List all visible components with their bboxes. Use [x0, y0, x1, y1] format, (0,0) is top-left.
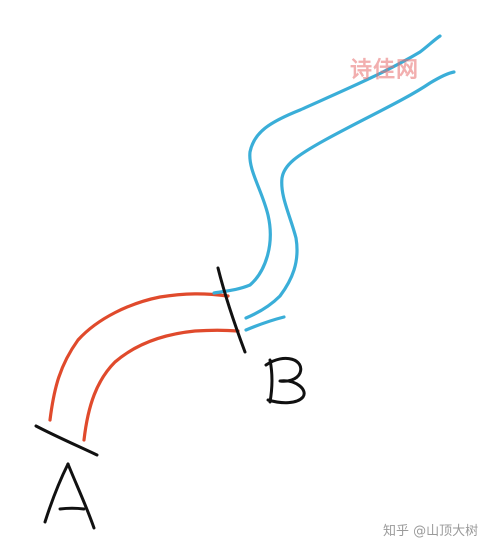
- blue-path-lower-edge-tail: [244, 315, 286, 332]
- watermark-bottom: 知乎 @山顶大树: [383, 524, 479, 539]
- tick-a: [34, 424, 99, 457]
- tick-b: [216, 266, 247, 354]
- letter-b-glyph: [264, 356, 306, 405]
- red-path-inner-edge: [82, 328, 240, 442]
- watermark-top: 诗佳网: [350, 58, 420, 83]
- letter-a-right-stroke: [66, 462, 96, 530]
- label-b: B: [280, 394, 281, 396]
- blue-path-lower-edge: [244, 70, 456, 320]
- letter-a-crossbar: [58, 506, 86, 511]
- letter-b-spine: [268, 358, 274, 404]
- letter-a-left-stroke: [43, 462, 70, 524]
- letter-b-bowls: [264, 356, 306, 405]
- red-path: [48, 292, 240, 442]
- blue-path: [212, 34, 456, 332]
- letter-a-glyph: [43, 462, 96, 530]
- label-a: A: [62, 518, 63, 521]
- blue-path-upper-edge: [212, 34, 442, 295]
- red-path-outer-edge: [48, 292, 230, 422]
- endpoint-ticks: [34, 266, 247, 457]
